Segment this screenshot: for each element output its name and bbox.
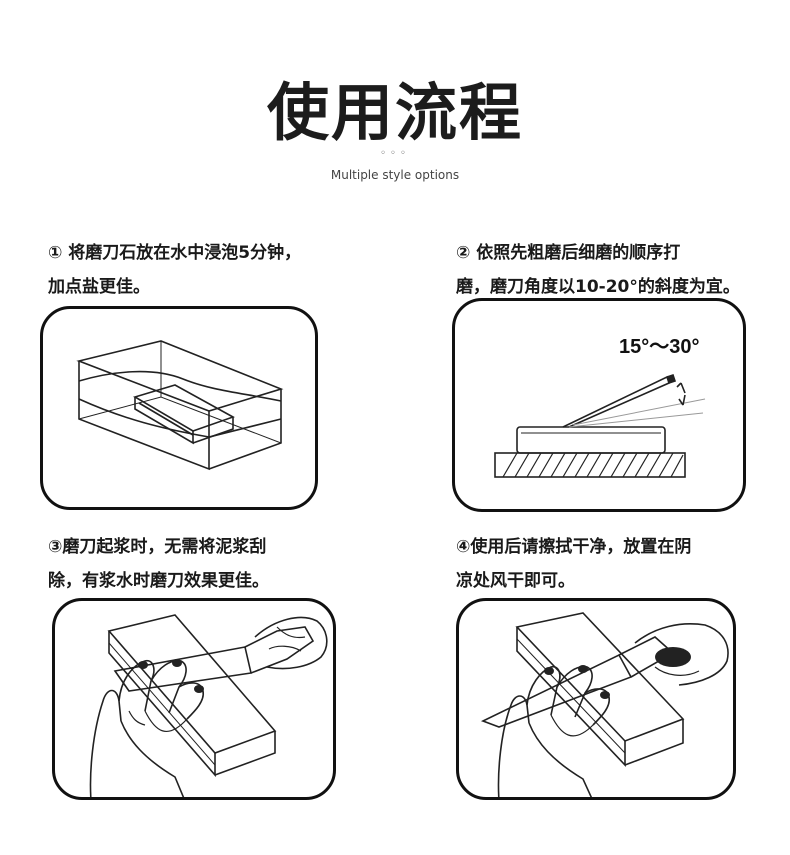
step-2-line-2: 磨，磨刀角度以10-20°的斜度为宜。 <box>456 277 740 297</box>
step-3-text: ③磨刀起浆时，无需将泥浆刮 除，有浆水时磨刀效果更佳。 <box>48 530 269 598</box>
step-3-illustration-panel <box>52 598 336 800</box>
step-4-illustration-panel <box>456 598 736 800</box>
step-1-text: ① 将磨刀石放在水中浸泡5分钟， 加点盐更佳。 <box>48 236 301 304</box>
step-4-text: ④使用后请擦拭干净，放置在阴 凉处风干即可。 <box>456 530 691 598</box>
step-1-line-1: ① 将磨刀石放在水中浸泡5分钟， <box>48 243 302 263</box>
step-2-illustration-panel: 15°～30° <box>452 298 746 512</box>
page-title: 使用流程 <box>266 76 523 149</box>
soaking-stone-illustration <box>76 340 284 471</box>
cleaning-illustration <box>480 612 729 797</box>
page-subtitle: Multiple style options <box>330 168 460 182</box>
sharpening-with-slurry-illustration <box>89 614 328 797</box>
step-4-line-2: 凉处风干即可。 <box>456 571 575 591</box>
step-3-line-2: 除，有浆水时磨刀效果更佳。 <box>48 571 269 591</box>
decorative-dots: ◦◦◦ <box>380 148 410 159</box>
step-1-line-2: 加点盐更佳。 <box>48 277 150 297</box>
sharpening-angle-illustration: 15°～30° <box>494 336 706 478</box>
step-2-text: ② 依照先粗磨后细磨的顺序打 磨，磨刀角度以10-20°的斜度为宜。 <box>456 236 740 304</box>
step-2-line-1: ② 依照先粗磨后细磨的顺序打 <box>456 243 681 263</box>
step-3-line-1: ③磨刀起浆时，无需将泥浆刮 <box>48 537 267 557</box>
step-4-line-1: ④使用后请擦拭干净，放置在阴 <box>456 537 692 557</box>
step-1-illustration-panel <box>40 306 318 510</box>
angle-label: 15°～30° <box>619 336 700 358</box>
